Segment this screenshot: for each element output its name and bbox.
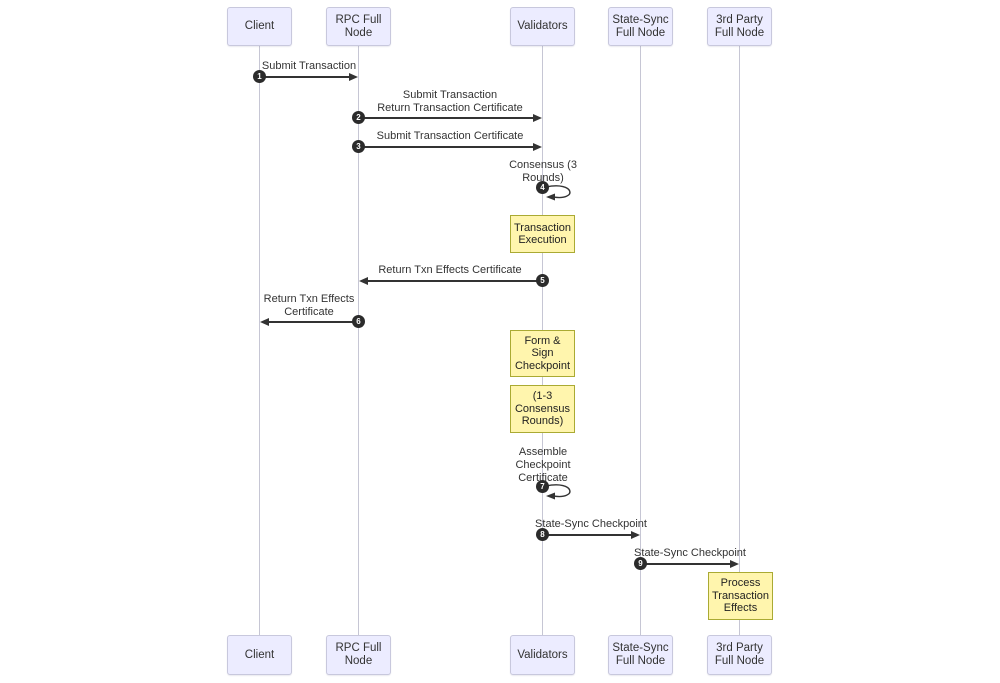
message-number-7: 7 (536, 480, 549, 493)
arrowhead-left-icon (359, 277, 368, 285)
actor-top-client: Client (227, 7, 292, 46)
note-transaction-execution: Transaction Execution (510, 215, 575, 253)
message-arrow-5 (367, 280, 542, 282)
message-number-3: 3 (352, 140, 365, 153)
arrowhead-left-icon (260, 318, 269, 326)
lifeline-rpc-full-node (358, 46, 359, 636)
message-arrow-9 (641, 563, 731, 565)
message-label-7: Assemble Checkpoint Certificate (515, 446, 571, 484)
note-form-sign-checkpoint: Form & Sign Checkpoint (510, 330, 575, 377)
actor-bottom-client: Client (227, 635, 292, 675)
message-number-4: 4 (536, 181, 549, 194)
message-number-8: 8 (536, 528, 549, 541)
message-number-6: 6 (352, 315, 365, 328)
actor-top-state-sync-full-node: State-Sync Full Node (608, 7, 673, 46)
message-number-2: 2 (352, 111, 365, 124)
message-arrow-8 (542, 534, 632, 536)
arrowhead-right-icon (533, 114, 542, 122)
self-loop-consensus (545, 183, 581, 212)
message-label-5: Return Txn Effects Certificate (378, 264, 522, 276)
actor-bottom-state-sync-full-node: State-Sync Full Node (608, 635, 673, 675)
message-label-2: Submit Transaction Return Transaction Ce… (377, 89, 523, 114)
lifeline-state-sync-full-node (640, 46, 641, 636)
actor-bottom-rpc-full-node: RPC Full Node (326, 635, 391, 675)
message-label-9: State-Sync Checkpoint (634, 547, 746, 559)
message-label-6: Return Txn Effects Certificate (263, 293, 355, 318)
note-process-transaction-effects: Process Transaction Effects (708, 572, 773, 620)
message-arrow-3 (359, 146, 534, 148)
message-label-1: Submit Transaction (261, 60, 357, 72)
lifeline-third-party-full-node (739, 46, 740, 636)
message-number-1: 1 (253, 70, 266, 83)
arrowhead-right-icon (349, 73, 358, 81)
actor-bottom-validators: Validators (510, 635, 575, 675)
note-consensus-rounds: (1-3 Consensus Rounds) (510, 385, 575, 433)
actor-top-rpc-full-node: RPC Full Node (326, 7, 391, 46)
message-arrow-6 (268, 321, 359, 323)
arrowhead-right-icon (533, 143, 542, 151)
lifeline-client (259, 46, 260, 636)
arrowhead-right-icon (631, 531, 640, 539)
actor-top-validators: Validators (510, 7, 575, 46)
message-label-3: Submit Transaction Certificate (376, 130, 524, 142)
arrowhead-right-icon (730, 560, 739, 568)
actor-top-third-party-full-node: 3rd Party Full Node (707, 7, 772, 46)
message-number-9: 9 (634, 557, 647, 570)
message-arrow-1 (260, 76, 350, 78)
message-arrow-2 (359, 117, 534, 119)
actor-bottom-third-party-full-node: 3rd Party Full Node (707, 635, 772, 675)
message-label-8: State-Sync Checkpoint (535, 518, 647, 530)
message-number-5: 5 (536, 274, 549, 287)
message-label-4: Consensus (3 Rounds) (509, 159, 577, 184)
self-loop-assemble-checkpoint (545, 482, 581, 511)
